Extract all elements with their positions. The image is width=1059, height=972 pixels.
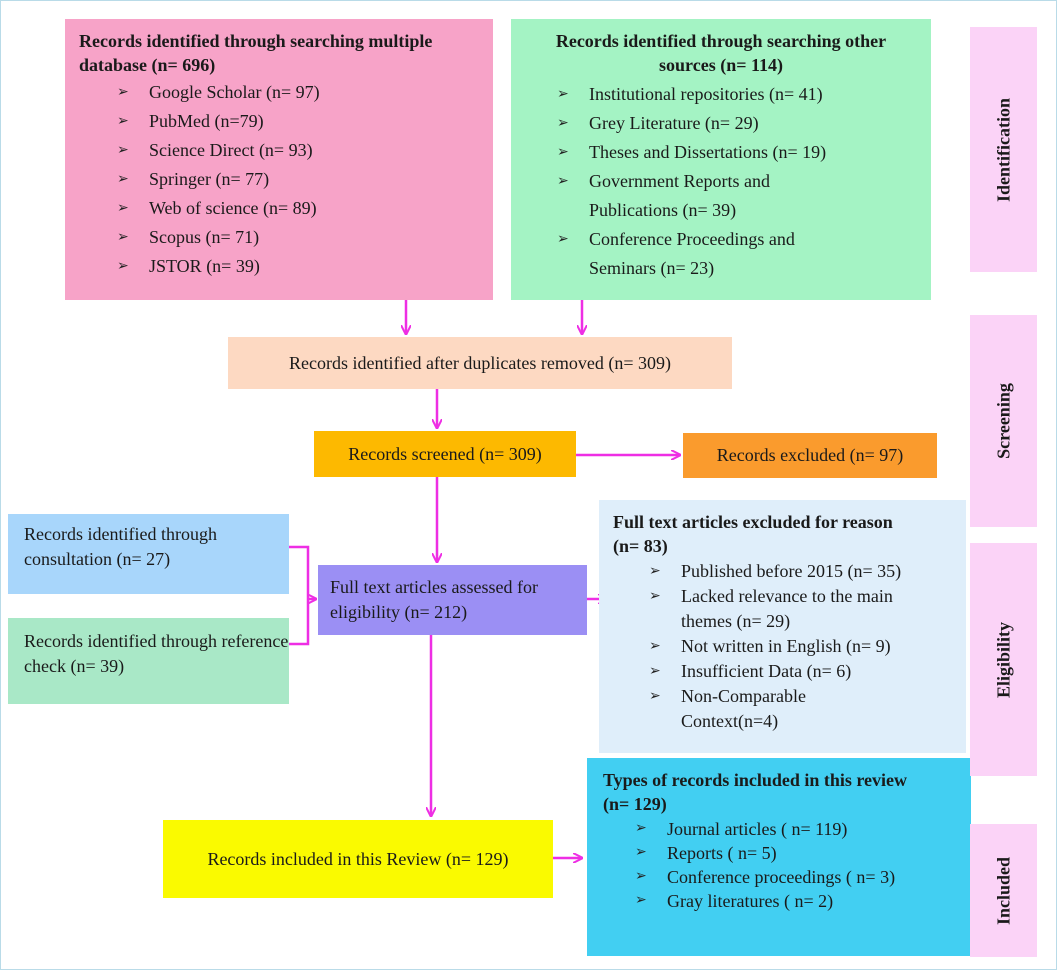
types-heading: Types of records included in this review…: [603, 770, 908, 814]
list-item: Gray literatures ( n= 2): [635, 889, 971, 913]
list-item: Institutional repositories (n= 41): [557, 80, 931, 109]
excluded-box: Records excluded (n= 97): [683, 433, 937, 478]
stage-identification-label: Identification: [993, 97, 1013, 202]
list-item: Grey Literature (n= 29): [557, 109, 931, 138]
consultation-label: Records identified through consultation …: [24, 524, 217, 569]
stage-eligibility: Eligibility: [970, 543, 1037, 776]
list-item: Science Direct (n= 93): [117, 136, 493, 165]
list-item: Theses and Dissertations (n= 19): [557, 138, 931, 167]
database-list: Google Scholar (n= 97) PubMed (n=79) Sci…: [117, 78, 493, 281]
database-search-heading: Records identified through searching mul…: [79, 31, 433, 75]
list-item: Government Reports and Publications (n= …: [557, 167, 931, 225]
assessed-box: Full text articles assessed for eligibil…: [318, 565, 587, 635]
stage-included: Included: [970, 824, 1037, 957]
fulltext-excluded-box: Full text articles excluded for reason (…: [599, 500, 966, 753]
list-item: JSTOR (n= 39): [117, 252, 493, 281]
duplicates-removed-box: Records identified after duplicates remo…: [228, 337, 732, 389]
types-box: Types of records included in this review…: [587, 758, 971, 956]
other-sources-list: Institutional repositories (n= 41) Grey …: [557, 80, 931, 283]
list-item: Non-Comparable Context(n=4): [649, 684, 966, 734]
list-item: Journal articles ( n= 119): [635, 817, 971, 841]
stage-identification: Identification: [970, 27, 1037, 272]
list-item: Google Scholar (n= 97): [117, 78, 493, 107]
list-item: PubMed (n=79): [117, 107, 493, 136]
screened-box: Records screened (n= 309): [314, 431, 576, 477]
list-item: Insufficient Data (n= 6): [649, 659, 966, 684]
list-item: Conference proceedings ( n= 3): [635, 865, 971, 889]
list-item: Published before 2015 (n= 35): [649, 559, 966, 584]
list-item: Reports ( n= 5): [635, 841, 971, 865]
list-item: Web of science (n= 89): [117, 194, 493, 223]
reference-check-box: Records identified through reference che…: [8, 618, 289, 704]
included-label: Records included in this Review (n= 129): [207, 848, 509, 869]
included-box: Records included in this Review (n= 129): [163, 820, 553, 898]
other-sources-box: Records identified through searching oth…: [511, 19, 931, 300]
list-item: Lacked relevance to the main themes (n= …: [649, 584, 966, 634]
list-item: Springer (n= 77): [117, 165, 493, 194]
list-item: Not written in English (n= 9): [649, 634, 966, 659]
fulltext-excluded-heading: Full text articles excluded for reason (…: [613, 512, 893, 556]
reference-check-label: Records identified through reference che…: [24, 631, 289, 676]
duplicates-removed-label: Records identified after duplicates remo…: [288, 352, 672, 373]
types-list: Journal articles ( n= 119) Reports ( n= …: [635, 817, 971, 913]
assessed-label: Full text articles assessed for eligibil…: [330, 577, 538, 622]
fulltext-excluded-list: Published before 2015 (n= 35) Lacked rel…: [649, 559, 966, 734]
screened-label: Records screened (n= 309): [348, 443, 542, 464]
stage-screening-label: Screening: [993, 383, 1013, 459]
stage-included-label: Included: [993, 856, 1013, 925]
consultation-box: Records identified through consultation …: [8, 514, 289, 594]
list-item: Scopus (n= 71): [117, 223, 493, 252]
database-search-box: Records identified through searching mul…: [65, 19, 493, 300]
stage-eligibility-label: Eligibility: [993, 621, 1013, 698]
excluded-label: Records excluded (n= 97): [716, 445, 904, 465]
list-item: Conference Proceedings and Seminars (n= …: [557, 225, 931, 283]
stage-screening: Screening: [970, 315, 1037, 527]
other-sources-heading: Records identified through searching oth…: [555, 31, 887, 75]
